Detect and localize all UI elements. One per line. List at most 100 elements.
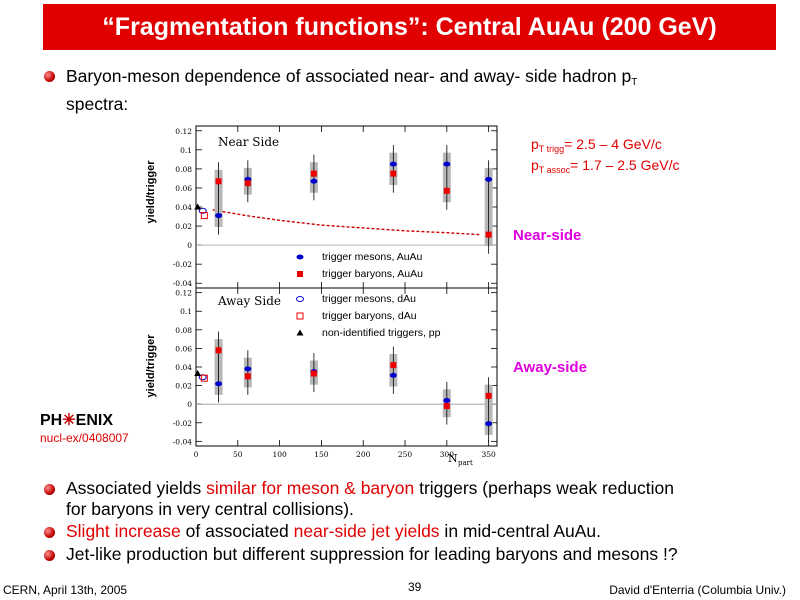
data-point <box>389 161 397 167</box>
x-tick-label: 350 <box>481 450 496 459</box>
data-point <box>485 421 493 427</box>
passoc-value: = 1.7 – 2.5 GeV/c <box>570 157 680 173</box>
x-tick-label: 150 <box>314 450 329 459</box>
legend-entry: trigger mesons, AuAu <box>322 251 423 263</box>
data-point <box>390 362 397 369</box>
bullet-1-line-2: spectra: <box>66 94 129 114</box>
y-tick-label: -0.02 <box>173 260 192 269</box>
slide-title: “Fragmentation functions”: Central AuAu … <box>43 4 776 50</box>
y-tick-label: -0.04 <box>173 279 192 288</box>
bullet-1-text: Baryon-meson dependence of associated ne… <box>66 66 632 86</box>
bullet-icon <box>44 527 55 538</box>
away-side-panel: -0.04 -0.02 0 0.02 0.04 0.06 0.08 0.1 0.12 0 50 100… <box>173 288 497 459</box>
bullet-3-middle: of associated <box>180 521 294 541</box>
bullet-icon <box>44 550 55 561</box>
data-point <box>194 370 202 377</box>
near-panel-label: Near Side <box>218 135 279 149</box>
phenix-logo-right: ENIX <box>75 412 113 429</box>
footer-right: David d'Enterria (Columbia Univ.) <box>609 583 786 597</box>
legend-marker <box>296 254 304 260</box>
chart-area: -0.04 -0.02 0 0.02 0.04 0.06 0.08 0.1 0.12 trigge… <box>140 122 510 470</box>
y-tick-label: 0.02 <box>175 382 192 391</box>
away-side-label: Away-side <box>513 359 587 376</box>
data-point <box>310 170 317 177</box>
ptrigg-sub: T trigg <box>538 144 565 154</box>
bullet-4: Jet-like production but different suppre… <box>66 544 678 564</box>
y-tick-label: 0 <box>187 400 192 409</box>
bullet-3-suffix: in mid-central AuAu. <box>439 521 602 541</box>
bullet-3-highlight-2: near-side jet yields <box>293 521 440 541</box>
x-tick-label: 50 <box>233 450 243 459</box>
legend-entry: non-identified triggers, pp <box>322 327 441 339</box>
bullet-2-highlight: similar for meson & baryon <box>206 478 415 498</box>
data-point <box>244 366 252 372</box>
bullet-1-line-1: Baryon-meson dependence of associated ne… <box>66 65 637 94</box>
data-point <box>485 392 492 399</box>
footer-page-number: 39 <box>408 580 422 594</box>
bullet-2-prefix: Associated yields <box>66 478 207 498</box>
data-point <box>215 213 223 219</box>
legend-entry: trigger baryons, dAu <box>322 310 417 322</box>
bullet-icon <box>44 71 55 82</box>
bullet-icon <box>44 484 55 495</box>
bullet-1-subscript: T <box>631 77 638 88</box>
data-point <box>200 374 208 382</box>
phenix-logo-left: PH <box>40 412 63 429</box>
passoc-p: p <box>531 157 539 173</box>
away-ylabel: yield/trigger <box>145 334 157 398</box>
x-tick-label: 100 <box>272 450 287 459</box>
chart-svg: -0.04 -0.02 0 0.02 0.04 0.06 0.08 0.1 0.12 trigge… <box>145 125 498 467</box>
bullet-2-line-2: for baryons in very central collisions). <box>66 499 354 519</box>
near-panel-frame <box>195 125 498 289</box>
data-point <box>485 176 493 182</box>
x-tick-label: 200 <box>356 450 371 459</box>
y-tick-label: 0.04 <box>175 363 192 372</box>
y-tick-label: 0.12 <box>175 289 192 298</box>
legend-entry: trigger baryons, AuAu <box>322 268 423 280</box>
y-tick-label: 0.04 <box>175 203 192 212</box>
y-tick-label: 0.08 <box>175 326 192 335</box>
bullet-3-highlight-1: Slight increase <box>66 521 181 541</box>
near-side-panel: -0.04-0.0200.020.040.060.080.10.12trigge… <box>173 126 497 288</box>
ptrigg-annotation: pT trigg= 2.5 – 4 GeV/c <box>531 136 662 154</box>
data-point <box>244 373 251 380</box>
x-axis-label-subscript: part <box>458 459 473 467</box>
x-tick-label: 300 <box>440 450 455 459</box>
y-tick-label: 0 <box>187 241 192 250</box>
data-point <box>198 207 207 214</box>
x-tick-label: 0 <box>194 450 199 459</box>
data-point <box>244 180 251 187</box>
data-point <box>215 178 222 185</box>
data-point <box>485 231 492 238</box>
legend-entry: trigger mesons, dAu <box>322 293 416 305</box>
y-tick-label: 0.02 <box>175 222 192 231</box>
data-point <box>443 161 451 167</box>
data-point <box>215 381 223 387</box>
y-tick-label: -0.02 <box>173 419 192 428</box>
x-axis-label: N <box>448 452 458 465</box>
legend-marker <box>296 329 304 336</box>
data-point <box>390 170 397 177</box>
data-point <box>194 203 202 210</box>
y-tick-label: -0.04 <box>173 437 192 446</box>
data-point <box>310 178 318 184</box>
footer-left: CERN, April 13th, 2005 <box>3 583 128 597</box>
y-tick-label: 0.06 <box>175 344 192 353</box>
y-tick-label: 0.12 <box>175 127 192 136</box>
x-tick-label: 250 <box>398 450 413 459</box>
y-tick-label: 0.1 <box>180 307 192 316</box>
y-tick-label: 0.1 <box>180 146 192 155</box>
bullet-2-suffix: triggers (perhaps weak reduction <box>414 478 674 498</box>
legend-marker <box>296 296 304 302</box>
away-panel-label: Away Side <box>217 294 281 308</box>
bullet-2-line-1: Associated yields similar for meson & ba… <box>66 477 674 499</box>
data-point <box>310 370 317 377</box>
legend-marker <box>296 312 304 320</box>
y-tick-label: 0.06 <box>175 184 192 193</box>
phenix-star-icon: ✳ <box>62 412 76 429</box>
phenix-logo: PH✳ENIX <box>40 410 113 430</box>
near-ylabel: yield/trigger <box>145 160 157 224</box>
data-point <box>443 403 450 410</box>
reference-id: nucl-ex/0408007 <box>40 431 129 445</box>
data-point <box>389 372 397 378</box>
